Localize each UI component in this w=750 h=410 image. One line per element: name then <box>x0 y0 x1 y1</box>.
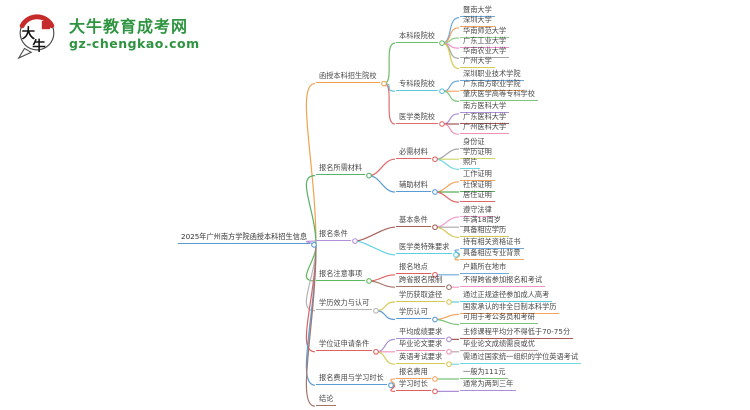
expander-icon[interactable] <box>446 336 452 343</box>
mindmap-subtopic-node[interactable]: 医学类院校 <box>396 112 438 124</box>
expander-icon[interactable] <box>381 80 387 87</box>
expander-icon[interactable] <box>352 238 358 244</box>
mindmap-subtopic-node[interactable]: 辅助材料 <box>396 180 431 192</box>
expander-icon[interactable] <box>432 316 438 323</box>
mindmap-leaf-node[interactable]: 深圳大学 <box>460 15 495 28</box>
mindmap-subtopic-node[interactable]: 毕业论文要求 <box>396 339 446 352</box>
mindmap-leaf-node[interactable]: 年满18周岁 <box>460 215 504 227</box>
expander-icon[interactable] <box>446 348 452 355</box>
mindmap-leaf-node[interactable]: 主修课程平均分不得低于70-75分 <box>460 327 574 339</box>
mindmap-leaf-node[interactable]: 毕业论文成绩需良或优 <box>460 339 538 352</box>
mindmap-subtopic-node[interactable]: 学历认可 <box>396 307 431 319</box>
mindmap-leaf-node[interactable]: 户籍所在地市 <box>460 262 510 275</box>
mindmap-leaf-node[interactable]: 一般为111元 <box>460 367 509 379</box>
expander-icon[interactable] <box>311 242 317 248</box>
expander-icon[interactable] <box>453 252 459 258</box>
mindmap-leaf-node[interactable]: 华南师范大学 <box>460 26 510 38</box>
mindmap-leaf-node[interactable]: 广东工业大学 <box>460 36 510 48</box>
mindmap-leaf-node[interactable]: 可用于考公务员和考研 <box>460 312 538 325</box>
daniu-logo-icon: 大 牛 <box>17 14 55 60</box>
edge-path <box>305 244 317 407</box>
mindmap-leaf-node[interactable]: 通常为两到三年 <box>460 379 517 391</box>
edge-path <box>305 175 317 245</box>
expander-icon[interactable] <box>373 348 379 355</box>
mindmap-leaf-node[interactable]: 南方医科大学 <box>460 101 510 114</box>
mindmap-leaf-node[interactable]: 具备相应学历 <box>460 225 510 237</box>
mindmap-branch-node[interactable]: 结论 <box>316 394 337 406</box>
expander-icon[interactable] <box>439 121 445 127</box>
expander-icon[interactable] <box>432 271 438 278</box>
mindmap-branch-node[interactable]: 报名费用与学习时长 <box>316 373 387 385</box>
mindmap-leaf-node[interactable]: 国家承认的非全日制本科学历 <box>460 302 560 314</box>
expander-icon[interactable] <box>432 224 438 231</box>
mindmap-subtopic-node[interactable]: 本科段院校 <box>396 31 438 43</box>
mindmap-branch-node[interactable]: 函授本科招生院校 <box>316 71 380 84</box>
mindmap-subtopic-node[interactable]: 学历获取途径 <box>396 290 446 302</box>
expander-icon[interactable] <box>432 189 438 195</box>
mindmap-branch-node[interactable]: 报名所需材料 <box>316 163 366 176</box>
mindmap-root-node[interactable]: 2025年广州南方学院函授本科招生信息 <box>178 232 311 245</box>
mindmap-subtopic-node[interactable]: 平均成绩要求 <box>396 327 446 339</box>
logo-char-da: 大 <box>22 25 36 42</box>
expander-icon[interactable] <box>373 307 379 314</box>
mindmap-leaf-node[interactable]: 照片 <box>460 157 481 169</box>
mindmap-leaf-node[interactable]: 广州大学 <box>460 56 495 69</box>
edge-path <box>354 226 396 242</box>
expander-icon[interactable] <box>439 40 445 46</box>
mindmap-subtopic-node[interactable]: 跨省报名限制 <box>396 275 446 287</box>
mindmap-leaf-node[interactable]: 身份证 <box>460 137 488 149</box>
expander-icon[interactable] <box>366 278 372 284</box>
expander-icon[interactable] <box>432 376 438 382</box>
mindmap-leaf-node[interactable]: 学历证明 <box>460 147 495 159</box>
mindmap-branch-node[interactable]: 报名注意事项 <box>316 269 366 281</box>
mindmap-leaf-node[interactable]: 广州医科大学 <box>460 122 510 134</box>
brand-domain: gz-chengkao.com <box>69 35 200 51</box>
mindmap-subtopic-node[interactable]: 英语考试要求 <box>396 352 446 364</box>
mindmap-subtopic-node[interactable]: 专科段院校 <box>396 79 438 91</box>
mindmap-leaf-node[interactable]: 广东南方职业学院 <box>460 79 524 91</box>
mindmap-leaf-node[interactable]: 遵守法律 <box>460 205 495 217</box>
logo-seal <box>41 21 50 30</box>
mindmap-leaf-node[interactable]: 持有相关资格证书 <box>460 237 524 250</box>
mindmap-leaf-node[interactable]: 肇庆医学高等专科学校 <box>460 89 538 101</box>
mindmap-subtopic-node[interactable]: 基本条件 <box>396 215 431 227</box>
expander-icon[interactable] <box>446 299 452 305</box>
mindmap-leaf-node[interactable]: 需通过国家统一组织的学位英语考试 <box>460 352 582 364</box>
mindmap-subtopic-node[interactable]: 报名费用 <box>396 367 431 379</box>
mindmap-branch-node[interactable]: 学历效力与认可 <box>316 298 373 311</box>
brand-name: 大牛教育成考网 <box>69 16 189 36</box>
expander-icon[interactable] <box>432 388 438 395</box>
expander-icon[interactable] <box>388 382 394 389</box>
mindmap-leaf-node[interactable]: 工作证明 <box>460 169 495 182</box>
mindmap-subtopic-node[interactable]: 医学类特殊要求 <box>396 242 453 255</box>
mindmap-leaf-node[interactable]: 暨南大学 <box>460 5 495 18</box>
mindmap-leaf-node[interactable]: 具备相应专业背景 <box>460 248 524 260</box>
expander-icon[interactable] <box>432 156 438 163</box>
mindmap-subtopic-node[interactable]: 学习时长 <box>396 379 431 391</box>
mindmap-leaf-node[interactable]: 深圳职业技术学院 <box>460 69 524 81</box>
edge-path <box>354 240 396 256</box>
mindmap-leaf-node[interactable]: 华南农业大学 <box>460 46 510 58</box>
mindmap-subtopic-node[interactable]: 报名地点 <box>396 262 431 275</box>
mindmap-subtopic-node[interactable]: 必需材料 <box>396 147 431 159</box>
logo-char-niu: 牛 <box>32 37 46 54</box>
edge-path <box>305 82 317 245</box>
mindmap-branch-node[interactable]: 学位证申请条件 <box>316 339 373 352</box>
mindmap-leaf-node[interactable]: 不得跨省参加报名和考试 <box>460 275 546 287</box>
mindmap-leaf-node[interactable]: 广东医科大学 <box>460 112 510 124</box>
site-logo: 大 牛 大牛教育成考网 gz-chengkao.com <box>12 8 200 60</box>
expander-icon[interactable] <box>366 172 372 179</box>
mindmap-leaf-node[interactable]: 居住证明 <box>460 190 495 202</box>
mindmap-branch-node[interactable]: 报名条件 <box>316 229 351 241</box>
expander-icon[interactable] <box>446 284 452 291</box>
mindmap-leaf-node[interactable]: 通过正规途径参加成人高考 <box>460 290 553 302</box>
expander-icon[interactable] <box>446 361 452 368</box>
mindmap-leaf-node[interactable]: 社保证明 <box>460 180 495 192</box>
expander-icon[interactable] <box>439 88 445 95</box>
logo-bubble-tail <box>17 47 33 60</box>
